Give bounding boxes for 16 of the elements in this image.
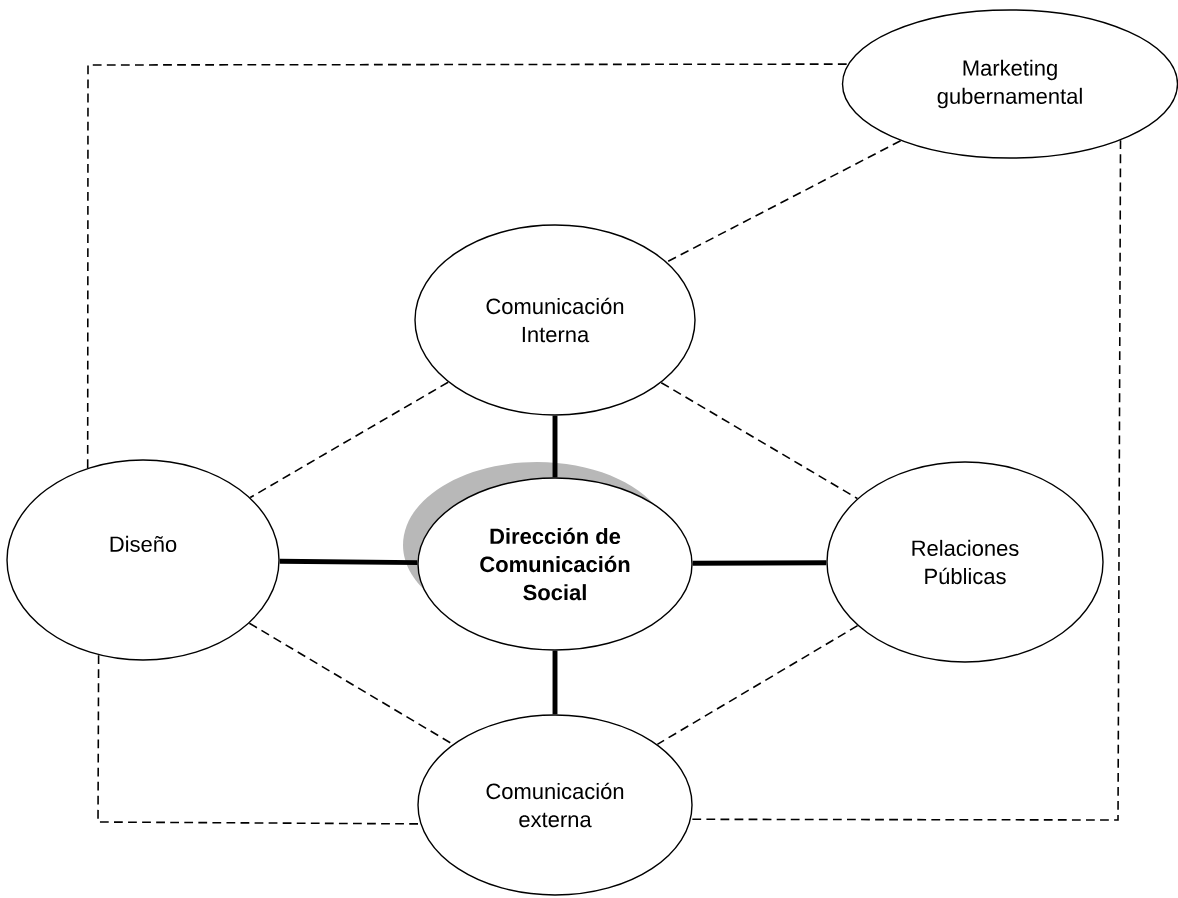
connector-line [552, 415, 558, 478]
ellipse-node: Marketing gubernamental [841, 9, 1178, 159]
ellipse-node: Relaciones Públicas [826, 461, 1104, 663]
connector-line [656, 624, 859, 746]
ellipse-node: Dirección de Comunicación Social [417, 477, 693, 651]
connector-line [279, 558, 418, 566]
connector-line [692, 560, 827, 566]
ellipse-node: Comunicación Interna [414, 224, 696, 416]
connector-line [690, 139, 1122, 821]
connector-line [86, 63, 849, 469]
ellipse-node: Diseño [6, 459, 280, 661]
connector-line [552, 650, 558, 715]
connector-line [249, 381, 449, 499]
connector-line [666, 139, 902, 263]
connector-line [660, 381, 859, 500]
ellipse-node: Comunicación externa [417, 714, 693, 896]
